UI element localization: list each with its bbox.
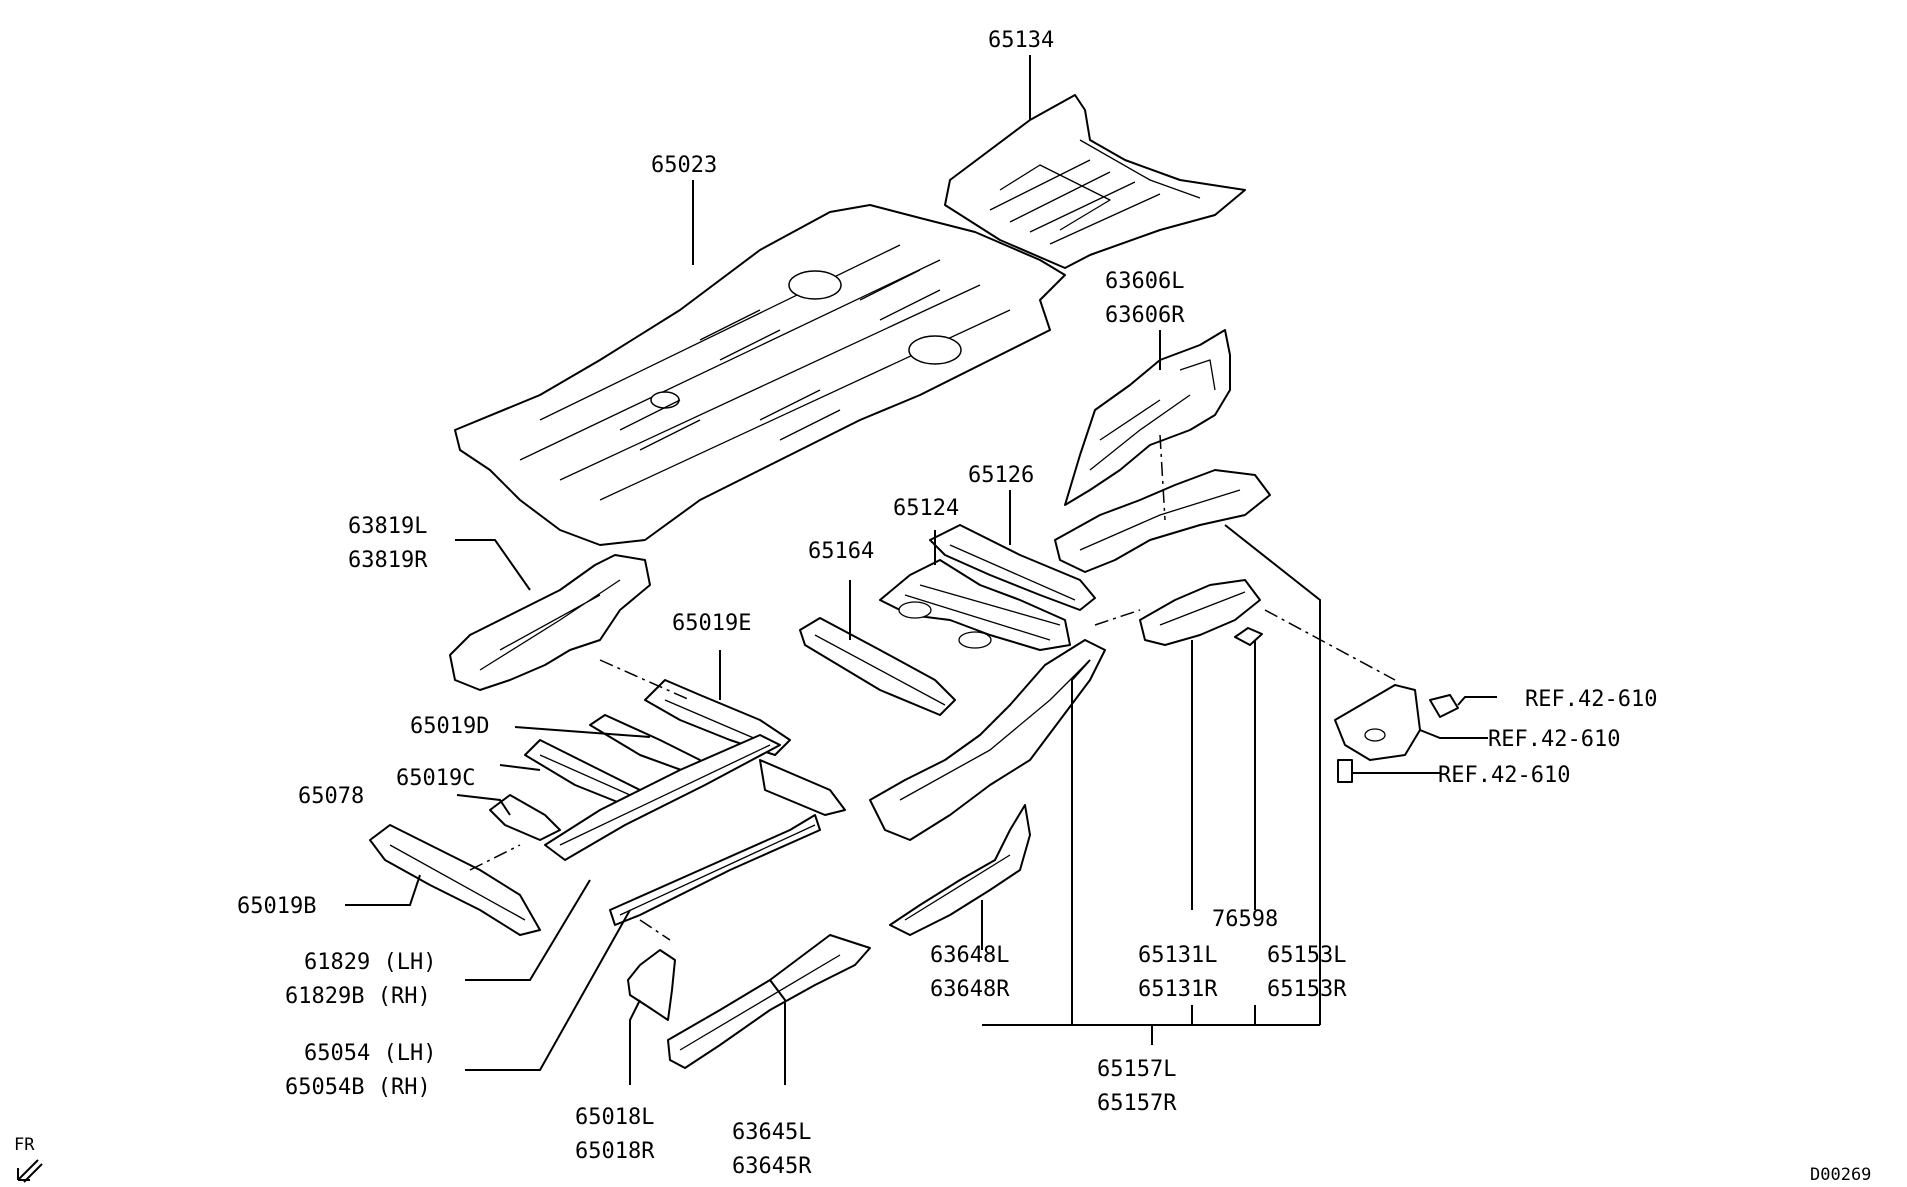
label-65157L[interactable]: 65157L xyxy=(1097,1057,1176,1082)
part-61829[interactable] xyxy=(544,734,781,861)
part-65054[interactable] xyxy=(609,759,846,926)
ref-42-610-bracket[interactable] xyxy=(1334,684,1421,761)
part-63648[interactable] xyxy=(889,804,1031,936)
label-65131R[interactable]: 65131R xyxy=(1138,977,1218,1002)
label-65019B[interactable]: 65019B xyxy=(237,894,316,919)
part-65019D[interactable] xyxy=(589,714,701,776)
part-65134[interactable] xyxy=(944,94,1246,269)
label-65018R[interactable]: 65018R xyxy=(575,1139,655,1164)
label-65019C[interactable]: 65019C xyxy=(396,766,475,791)
label-65153R[interactable]: 65153R xyxy=(1267,977,1347,1002)
label-ref-42-610-2[interactable]: REF.42-610 xyxy=(1488,727,1620,752)
label-65157R[interactable]: 65157R xyxy=(1097,1091,1177,1116)
label-65018L[interactable]: 65018L xyxy=(575,1105,654,1130)
label-63819R[interactable]: 63819R xyxy=(348,548,428,573)
label-76598[interactable]: 76598 xyxy=(1212,907,1278,932)
alignment-lines xyxy=(469,434,1396,941)
part-65126[interactable] xyxy=(929,524,1096,611)
label-65054B[interactable]: 65054B (RH) xyxy=(285,1075,431,1100)
ref-42-610-bolt-1[interactable] xyxy=(1429,694,1459,718)
label-65078[interactable]: 65078 xyxy=(298,784,364,809)
label-63645L[interactable]: 63645L xyxy=(732,1120,811,1145)
label-ref-42-610-3[interactable]: REF.42-610 xyxy=(1438,763,1570,788)
label-61829[interactable]: 61829 (LH) xyxy=(304,950,436,975)
part-65019B[interactable] xyxy=(369,824,541,936)
label-65134[interactable]: 65134 xyxy=(988,28,1054,53)
label-63645R[interactable]: 63645R xyxy=(732,1154,812,1179)
part-65078[interactable] xyxy=(489,794,561,841)
part-65164[interactable] xyxy=(799,617,956,716)
label-65023[interactable]: 65023 xyxy=(651,153,717,178)
part-65023[interactable] xyxy=(454,204,1066,546)
part-63645[interactable] xyxy=(667,934,871,1069)
label-65164[interactable]: 65164 xyxy=(808,539,874,564)
part-65131[interactable] xyxy=(1139,579,1261,646)
label-ref-42-610-1[interactable]: REF.42-610 xyxy=(1525,687,1657,712)
part-63819[interactable] xyxy=(449,554,651,691)
part-76598[interactable] xyxy=(1234,627,1263,646)
label-63606R[interactable]: 63606R xyxy=(1105,303,1185,328)
part-65019C[interactable] xyxy=(524,739,641,806)
part-65018[interactable] xyxy=(627,949,676,1021)
front-indicator: FR xyxy=(14,1135,43,1183)
ref-42-610-bolt-2[interactable] xyxy=(1337,759,1353,783)
label-65124[interactable]: 65124 xyxy=(893,496,959,521)
label-61829B[interactable]: 61829B (RH) xyxy=(285,984,431,1009)
part-labels: 65134 65023 63606L 63606R 65126 65124 65… xyxy=(237,28,1657,1179)
part-63606[interactable] xyxy=(1064,329,1231,506)
label-63648L[interactable]: 63648L xyxy=(930,943,1009,968)
label-65126[interactable]: 65126 xyxy=(968,463,1034,488)
leader-lines xyxy=(345,55,1497,1085)
front-direction-arrow-icon xyxy=(17,1159,43,1183)
label-65019D[interactable]: 65019D xyxy=(410,714,489,739)
label-65019E[interactable]: 65019E xyxy=(672,611,751,636)
front-label: FR xyxy=(14,1135,35,1155)
diagram-id: D00269 xyxy=(1810,1165,1871,1185)
label-65054[interactable]: 65054 (LH) xyxy=(304,1041,436,1066)
label-65131L[interactable]: 65131L xyxy=(1138,943,1217,968)
label-63606L[interactable]: 63606L xyxy=(1105,269,1184,294)
part-65124[interactable] xyxy=(879,559,1071,651)
label-63648R[interactable]: 63648R xyxy=(930,977,1010,1002)
part-65153[interactable] xyxy=(1054,469,1271,573)
label-65153L[interactable]: 65153L xyxy=(1267,943,1346,968)
label-63819L[interactable]: 63819L xyxy=(348,514,427,539)
part-65157[interactable] xyxy=(869,639,1106,841)
